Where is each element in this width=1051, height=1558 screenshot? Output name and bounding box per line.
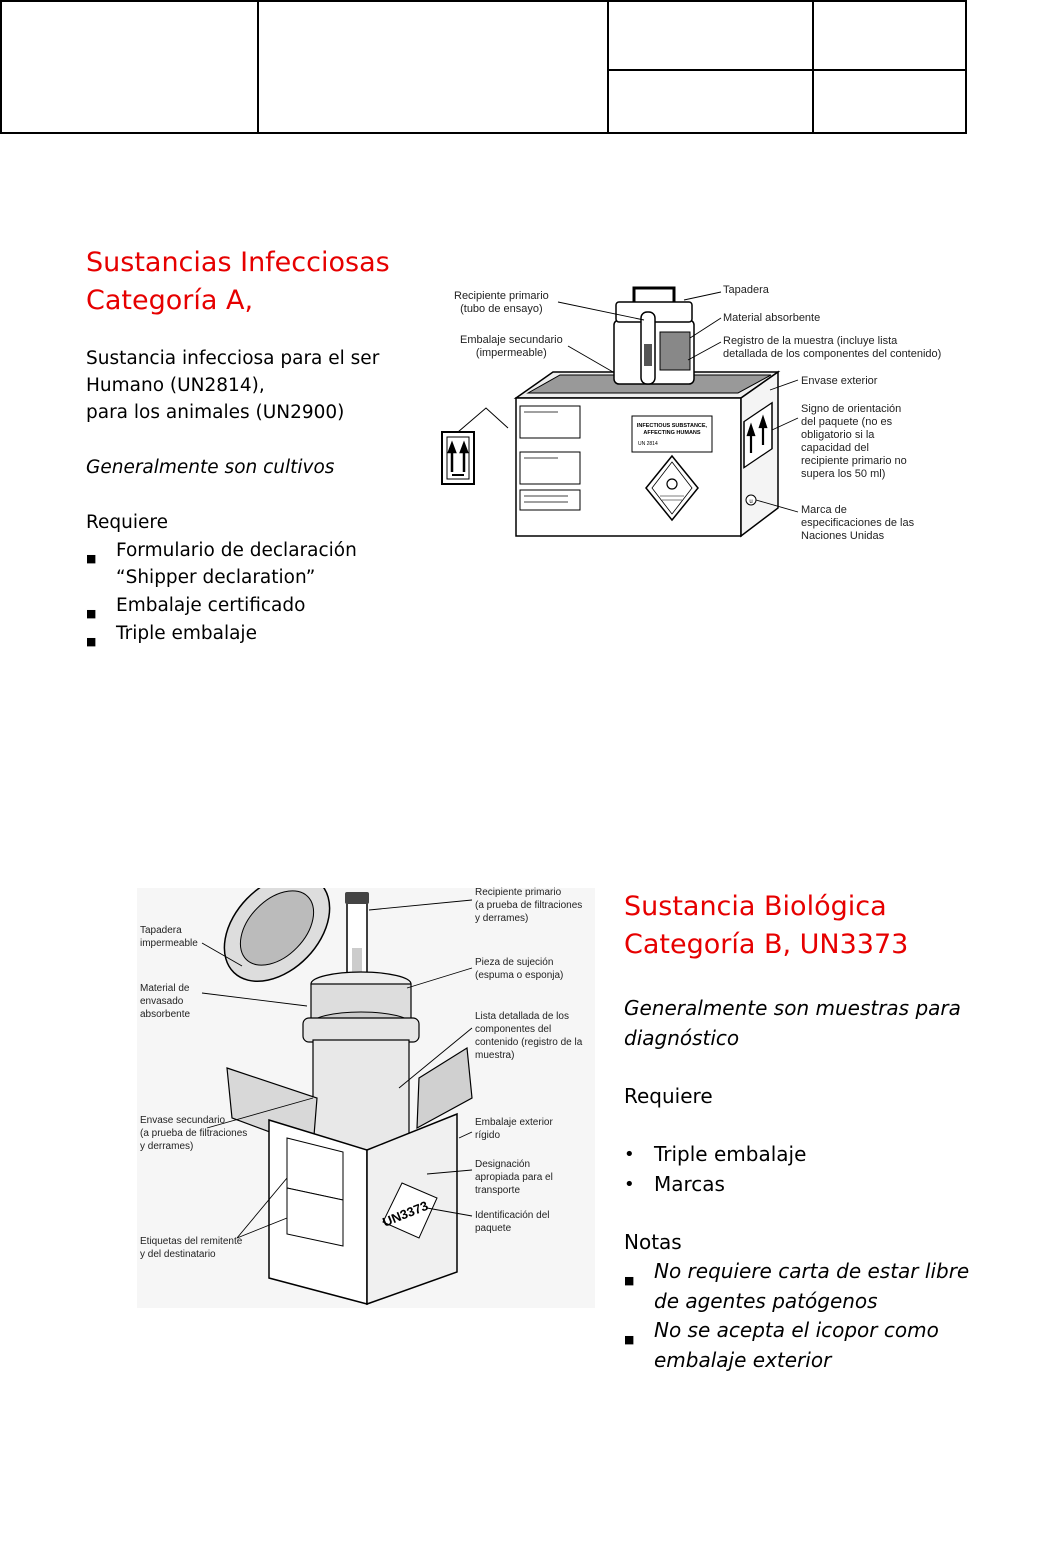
tube-icon (345, 892, 369, 997)
label-labels-b: Etiquetas del remitente y del destinatar… (140, 1236, 243, 1260)
box-label-line3: UN 2814 (638, 441, 658, 447)
section-b-bullet: • Triple embalaje (624, 1140, 924, 1170)
box-label-line2: AFFECTING HUMANS (643, 430, 700, 436)
label-holder-b: Pieza de sujeción (espuma o esponja) (475, 957, 564, 981)
section-a-para-1: Sustancia infecciosa para el ser (86, 348, 380, 369)
lid-icon (223, 873, 331, 983)
header-cell-6 (812, 69, 967, 134)
primary-container-icon (613, 286, 695, 385)
label-lid-a: Tapadera (723, 284, 769, 296)
section-b-italic-line2: diagnóstico (624, 1026, 740, 1050)
note-text-cont: embalaje exterior (654, 1348, 832, 1372)
svg-text:u: u (749, 499, 752, 505)
section-b-notes-label: Notas (624, 1230, 682, 1254)
bullet-text: Triple embalaje (116, 623, 257, 644)
label-primary-a: Recipiente primario (tubo de ensayo) (454, 290, 549, 315)
section-b-note: ■ No se acepta el icopor como embalaje e… (624, 1316, 1024, 1376)
header-cell-1 (0, 0, 259, 134)
header-cell-3 (607, 0, 814, 71)
header-cell-4 (812, 0, 967, 71)
bullet-text: Formulario de declaración (116, 540, 357, 561)
section-b-title-line1: Sustancia Biológica (624, 891, 887, 922)
note-text-cont: de agentes patógenos (654, 1289, 878, 1313)
note-text: No se acepta el icopor como (654, 1318, 939, 1342)
bullet-text: Triple embalaje (654, 1142, 807, 1166)
label-primary-b: Recipiente primario (a prueba de filtrac… (475, 887, 583, 924)
diagram-a-drawing: INFECTIOUS SUBSTANCE, AFFECTING HUMANS U… (441, 286, 799, 538)
outer-box-icon: UN3373 (226, 1046, 473, 1306)
section-b-title: Sustancia Biológica Categoría B, UN3373 (624, 888, 908, 964)
orientation-arrows-icon (441, 407, 509, 485)
label-secondary-a: Embalaje secundario (impermeable) (460, 334, 563, 359)
triple-packaging-diagram-b: UN3373 Recipiente primario (a prueba de … (137, 873, 595, 1308)
section-b-italic-line1: Generalmente son muestras para (624, 996, 961, 1020)
section-a-title-line1: Sustancias Infecciosas (86, 247, 390, 278)
label-orientation-a: Signo de orientación del paquete (no es … (801, 403, 907, 480)
header-cell-2 (257, 0, 609, 134)
label-secondary-b: Envase secundario (a prueba de filtracio… (140, 1115, 248, 1152)
section-a-requires: Requiere (86, 512, 168, 533)
label-record-a: Registro de la muestra (incluye lista de… (723, 335, 942, 360)
section-b-requires: Requiere (624, 1084, 713, 1108)
bullet-text-cont: “Shipper declaration” (116, 567, 316, 588)
triple-packaging-diagram-a: INFECTIOUS SUBSTANCE, AFFECTING HUMANS U… (438, 280, 958, 555)
label-absorbent-a: Material absorbente (723, 312, 821, 324)
box-label-line1: INFECTIOUS SUBSTANCE, (637, 423, 708, 429)
section-a-title-line2: Categoría A, (86, 285, 254, 316)
diagram-b-drawing: UN3373 (201, 873, 473, 1306)
bullet-text: Marcas (654, 1172, 725, 1196)
section-a-title: Sustancias Infecciosas Categoría A, (86, 244, 390, 320)
label-package-id-b: Identificación del paquete (475, 1210, 550, 1234)
section-a-bullet: ■ Formulario de declaración “Shipper dec… (86, 537, 386, 592)
outer-box-icon: INFECTIOUS SUBSTANCE, AFFECTING HUMANS U… (513, 370, 781, 538)
section-a-para-2: Humano (UN2814), (86, 375, 265, 396)
label-designation-b: Designación apropiada para el transporte (475, 1159, 553, 1196)
note-text: No requiere carta de estar libre (654, 1259, 970, 1283)
header-cell-5 (607, 69, 814, 134)
label-lid-b: Tapadera impermeable (140, 925, 198, 949)
section-a-bullet: ■ Embalaje certificado (86, 592, 386, 620)
section-b-title-line2: Categoría B, UN3373 (624, 929, 909, 960)
label-outer-b: Embalaje exterior rígido (475, 1117, 553, 1141)
section-b-bullet: • Marcas (624, 1170, 924, 1200)
section-a-para-3: para los animales (UN2900) (86, 402, 345, 423)
label-un-mark-a: Marca de especificaciones de las Nacione… (801, 504, 915, 542)
section-b-note: ■ No requiere carta de estar libre de ag… (624, 1257, 1024, 1317)
header-table (0, 0, 967, 134)
primary-container-icon (302, 971, 420, 1153)
biohazard-icon (666, 478, 678, 490)
label-list-b: Lista detallada de los componentes del c… (475, 1011, 583, 1061)
label-outer-a: Envase exterior (801, 375, 878, 387)
section-a-bullet: ■ Triple embalaje (86, 620, 386, 648)
label-absorbent-b: Material de envasado absorbente (140, 983, 191, 1020)
bullet-text: Embalaje certificado (116, 595, 306, 616)
section-a-italic-note: Generalmente son cultivos (86, 457, 335, 478)
